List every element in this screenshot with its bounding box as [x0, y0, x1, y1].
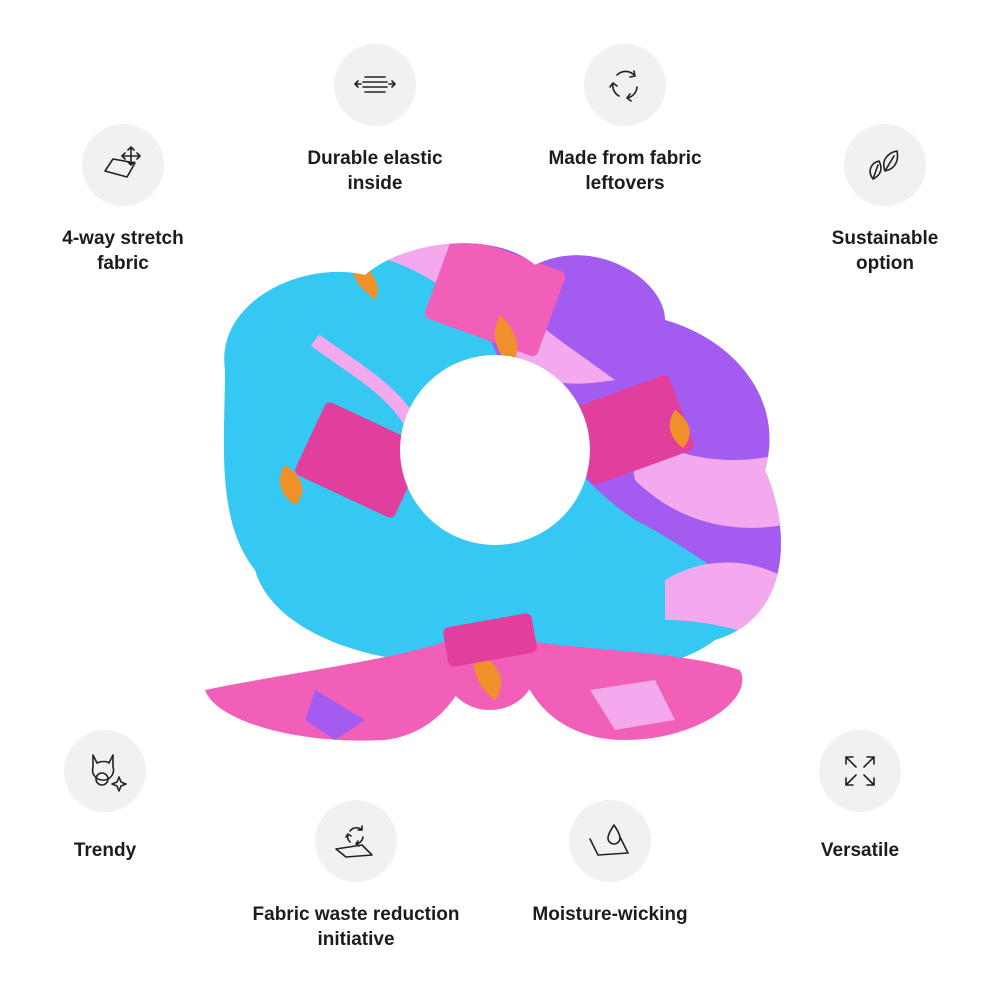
feature-label: Moisture-wicking [532, 904, 688, 925]
feature-moisture-wicking: Moisture-wicking [505, 800, 715, 927]
scrunchie-bow [205, 613, 743, 741]
scrunchie-product-image [205, 243, 781, 741]
feature-trendy: Trendy [40, 730, 170, 863]
sparkle-cat-icon [64, 730, 146, 812]
expand-arrows-icon [819, 730, 901, 812]
feature-label: Made from fabric leftovers [548, 148, 702, 194]
elastic-band-icon [334, 44, 416, 126]
feature-stretch: 4-way stretch fabric [40, 124, 206, 276]
feature-label: Versatile [820, 840, 900, 861]
feature-label: Trendy [73, 840, 137, 861]
feature-versatile: Versatile [795, 730, 925, 863]
feature-label: Durable elastic inside [307, 148, 443, 194]
feature-label: Sustainable option [831, 228, 939, 274]
feature-label: Fabric waste reduction initiative [252, 904, 460, 950]
feature-waste-reduction: Fabric waste reduction initiative [226, 800, 486, 952]
recycle-arrows-icon [584, 44, 666, 126]
feature-elastic: Durable elastic inside [270, 44, 480, 196]
stretch-arrows-icon [82, 124, 164, 206]
feature-sustainable: Sustainable option [795, 124, 975, 276]
feature-label: 4-way stretch fabric [62, 228, 184, 274]
recycle-fabric-icon [315, 800, 397, 882]
leaves-icon [844, 124, 926, 206]
feature-leftovers: Made from fabric leftovers [520, 44, 730, 196]
water-drop-fabric-icon [569, 800, 651, 882]
